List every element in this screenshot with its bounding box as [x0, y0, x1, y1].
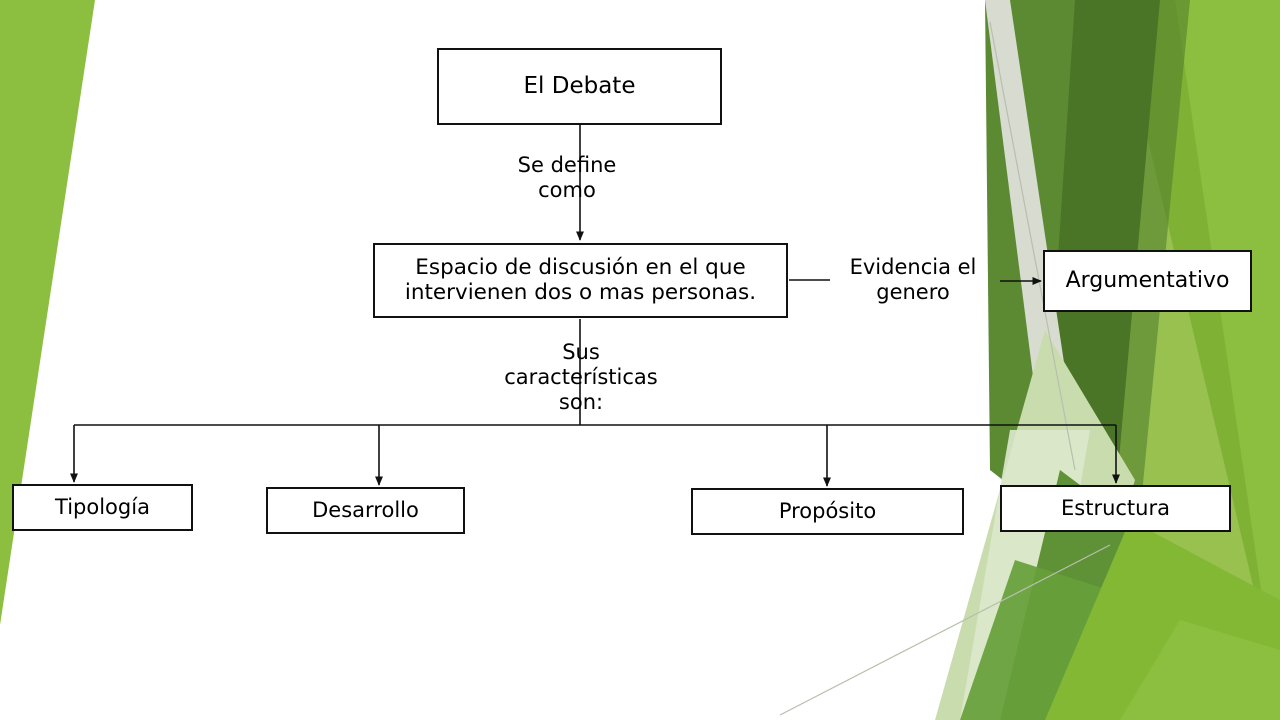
node-definicion-label: Espacio de discusión en el que intervien…: [404, 255, 757, 305]
left-green-wedge: [0, 0, 95, 625]
node-el-debate[interactable]: El Debate: [437, 48, 722, 125]
node-desarrollo[interactable]: Desarrollo: [266, 487, 465, 534]
facet-hairline-upper: [989, 21, 1076, 471]
node-proposito[interactable]: Propósito: [691, 488, 964, 535]
right-facet-deep: [1020, 0, 1190, 720]
node-estructura-label: Estructura: [1061, 495, 1170, 520]
edge-label-se-define-como: Se define como: [517, 153, 617, 202]
right-facet-palegreen-lower2: [960, 430, 1090, 720]
node-tipologia[interactable]: Tipología: [12, 484, 193, 531]
node-tipologia-label: Tipología: [55, 494, 150, 519]
node-estructura[interactable]: Estructura: [1000, 485, 1231, 532]
right-facet-bottom-bright2: [1120, 620, 1280, 720]
node-desarrollo-label: Desarrollo: [312, 497, 419, 522]
right-facet-mid-lower2: [960, 560, 1160, 720]
right-facet-bright: [1000, 0, 1280, 720]
node-definicion[interactable]: Espacio de discusión en el que intervien…: [373, 243, 788, 318]
node-proposito-label: Propósito: [778, 498, 877, 523]
right-facet-bottom-bright: [1045, 520, 1280, 720]
right-facet-gray-sliver: [985, 0, 1080, 470]
facet-hairline-lower: [779, 544, 1111, 716]
right-facet-pale-wide: [1050, 0, 1280, 720]
edge-label-sus-caracteristicas-son: Sus características son:: [504, 340, 658, 414]
node-argumentativo-label: Argumentativo: [1065, 267, 1230, 293]
node-el-debate-label: El Debate: [523, 72, 636, 99]
edge-label-evidencia-el-genero: Evidencia el genero: [849, 255, 977, 304]
node-argumentativo[interactable]: Argumentativo: [1043, 250, 1252, 312]
right-facet-bright-far: [1105, 0, 1280, 720]
